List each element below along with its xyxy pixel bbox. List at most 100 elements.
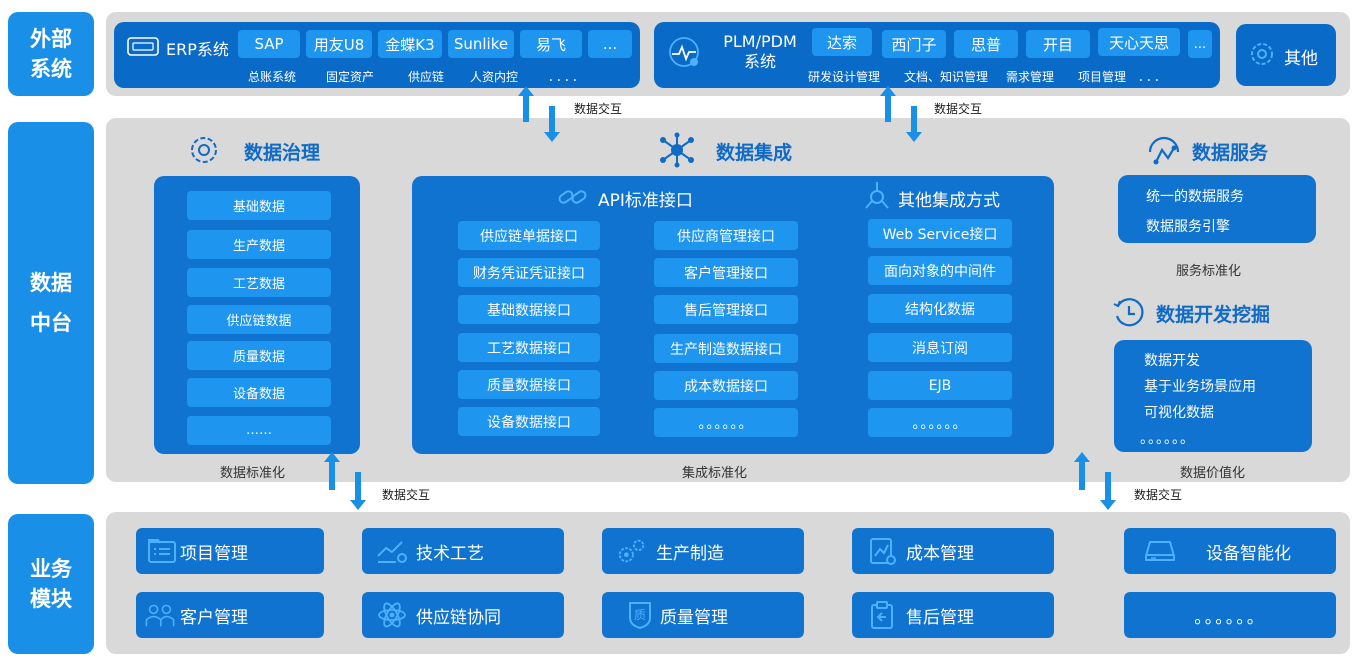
governance-item: …… [187,416,331,445]
service-item: 统一的数据服务 [1146,189,1244,205]
module-after-sales: 售后管理 [852,592,1054,638]
api-interface-item: 工艺数据接口 [458,333,600,362]
api-title: API标准接口 [598,191,693,211]
exchange-arrows-icon [880,86,922,142]
governance-item: 质量数据 [187,341,331,370]
module-supply-chain: 供应链协同 [362,592,564,638]
service-box [1118,175,1316,243]
mining-footer: 数据价值化 [1180,466,1246,481]
erp-chip-sunlike: Sunlike [448,30,514,58]
plm-sub-more: ．．． [1138,70,1169,84]
governance-item: 工艺数据 [187,268,331,297]
governance-item: 基础数据 [187,191,331,220]
erp-chip-more: ... [588,30,632,58]
integration-title: 数据集成 [716,142,793,164]
cost-chart-icon [866,535,898,567]
module-label: 客户管理 [180,607,248,628]
module-customer-management: 客户管理 [136,592,324,638]
api-interface-item: 设备数据接口 [458,407,600,436]
erp-title: ERP系统 [166,40,229,59]
other-integration-title: 其他集成方式 [898,191,1000,211]
erp-sub-more: ．．．． [548,70,587,84]
mining-item: 可视化数据 [1144,405,1214,421]
mining-box [1114,340,1312,452]
module-label: 设备智能化 [1206,543,1291,564]
module-technical-process: 技术工艺 [362,528,564,574]
node-icon [865,182,889,209]
api-interface-item: 供应链单据接口 [458,221,600,250]
erp-chip-sap: SAP [238,30,300,58]
mining-title: 数据开发挖掘 [1156,304,1271,326]
svg-text:质: 质 [634,608,646,622]
plm-sub-project: 项目管理 [1078,70,1127,84]
governance-title: 数据治理 [244,142,321,164]
mining-item: 基于业务场景应用 [1144,379,1256,395]
device-icon [1144,535,1176,567]
exchange-label-mining: 数据交互 [1134,488,1183,502]
module-label: 质量管理 [660,607,728,628]
api-interface-item: 供应商管理接口 [654,221,798,250]
erp-sub-supply: 供应链 [408,70,445,84]
exchange-label-business: 数据交互 [382,488,431,502]
computer-icon [127,37,159,56]
governance-item: 生产数据 [187,230,331,259]
other-system-label: 其他 [1284,49,1318,69]
governance-item: 供应链数据 [187,305,331,334]
integration-method-item: 面向对象的中间件 [868,256,1012,285]
mining-item: 。。。。。。 [1140,431,1195,447]
gear-icon [191,137,217,163]
api-interface-item: 财务凭证凭证接口 [458,258,600,287]
erp-chip-yifei: 易飞 [520,30,582,58]
plm-chip-more: ... [1188,30,1212,58]
module-label: 项目管理 [180,543,248,564]
api-interface-item: 。。。。。。 [654,408,798,437]
plm-chip-tianxin: 天心天思 [1098,28,1180,56]
gear-icon [1251,43,1273,65]
quality-shield-icon: 质 [624,599,656,631]
module-label: 技术工艺 [416,543,484,564]
erp-sub-assets: 固定资产 [326,70,375,84]
network-icon [660,132,694,168]
service-title: 数据服务 [1192,142,1269,164]
side-label-business: 业务 模块 [8,514,94,654]
gears-icon [616,535,648,567]
atom-icon [376,599,408,631]
integration-method-item: 消息订阅 [868,333,1012,362]
plm-chip-siemens: 西门子 [882,30,946,58]
plm-chip-dassault: 达索 [812,28,872,56]
integration-method-item: Web Service接口 [868,219,1012,248]
link-icon [558,190,587,204]
pulse-icon [669,37,699,67]
plm-title: PLM/PDM 系统 [723,32,797,71]
side-label-external: 外部 系统 [8,12,94,96]
chart-gear-icon [376,535,408,567]
side-label-platform: 数据 中台 [8,122,94,484]
module-label: 生产制造 [656,543,724,564]
integration-method-item: 结构化数据 [868,294,1012,323]
folder-list-icon [146,535,178,567]
module-more: 。。。。。。 [1124,592,1336,638]
exchange-label-plm: 数据交互 [934,102,983,116]
governance-item: 设备数据 [187,378,331,407]
module-label: 成本管理 [906,543,974,564]
service-footer: 服务标准化 [1176,264,1242,279]
api-interface-item: 质量数据接口 [458,370,600,399]
service-icon [1148,136,1180,165]
module-label: 售后管理 [906,607,974,628]
exchange-arrows-icon [518,86,560,142]
plm-chip-sipu: 思普 [954,30,1018,58]
clipboard-icon [866,599,898,631]
service-item: 数据服务引擎 [1146,219,1230,235]
governance-footer: 数据标准化 [220,466,286,481]
exchange-arrows-icon [1074,452,1116,510]
integration-method-item: 。。。。。。 [868,408,1012,437]
api-interface-item: 基础数据接口 [458,295,600,324]
api-interface-item: 生产制造数据接口 [654,334,798,363]
erp-chip-k3: 金蝶K3 [378,30,442,58]
erp-chip-u8: 用友U8 [306,30,372,58]
api-interface-item: 成本数据接口 [654,371,798,400]
module-quality-management: 质 质量管理 [602,592,804,638]
api-interface-item: 客户管理接口 [654,258,798,287]
plm-chip-kaimu: 开目 [1026,30,1090,58]
clock-icon [1113,298,1144,327]
